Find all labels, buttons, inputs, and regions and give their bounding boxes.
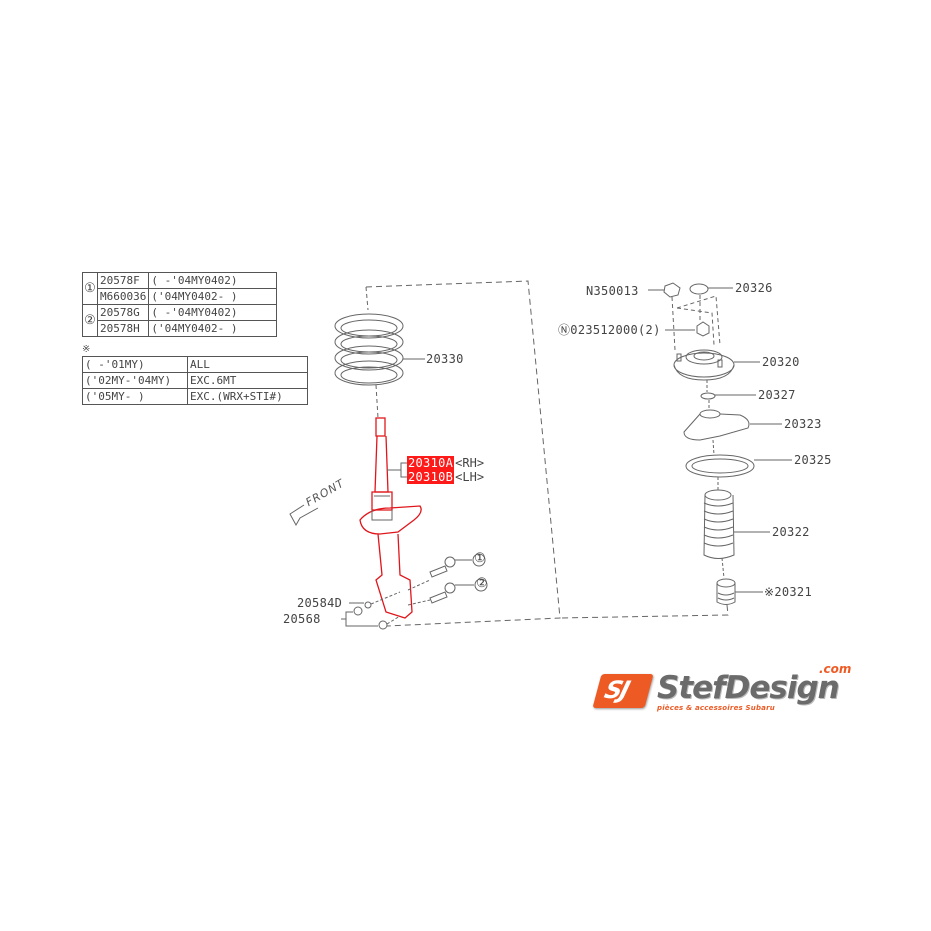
callout-spring-pad[interactable]: 20325	[794, 453, 832, 467]
note-symbol: ※	[82, 344, 91, 355]
callout-seat[interactable]: 20323	[784, 417, 822, 431]
range-cell: ( -'04MY0402)	[148, 272, 278, 289]
strut-rh-part[interactable]: 20310A	[407, 456, 455, 470]
callout-spring[interactable]: 20330	[426, 352, 464, 366]
table-row: 20578H ('04MY0402- )	[83, 320, 278, 337]
callout-top-nut[interactable]: N350013	[586, 284, 639, 298]
callout-strut-lh[interactable]: 20310B <LH>	[407, 470, 484, 484]
top-nut-icon	[663, 282, 681, 298]
applies-cell: EXC.(WRX+STI#)	[187, 388, 308, 405]
part-number-cell: 20578G	[96, 304, 150, 321]
bump-stop-icon	[716, 578, 736, 605]
table-row: ('05MY- ) EXC.(WRX+STI#)	[82, 388, 308, 405]
logo-wordmark: StefDesign	[657, 670, 840, 706]
callout-flange-nut[interactable]: Ⓝ023512000(2)	[558, 323, 661, 337]
table-row: M660036 ('04MY0402- )	[83, 288, 278, 305]
applies-cell: ALL	[187, 356, 308, 373]
callout-bolt-ref-2[interactable]: ②	[476, 576, 488, 591]
spring-seat-icon	[683, 409, 750, 441]
coil-spring-icon	[334, 313, 404, 386]
washer-icon	[364, 601, 372, 609]
callout-washer[interactable]: 20584D	[297, 596, 343, 610]
thrust-washer-icon	[700, 392, 716, 400]
ref-cell: ②	[82, 304, 98, 337]
table-row: ( -'01MY) ALL	[82, 356, 308, 373]
callout-bump-stop[interactable]: ※20321	[764, 585, 812, 599]
model-applicability-table: ( -'01MY) ALL ('02MY-'04MY) EXC.6MT ('05…	[82, 356, 308, 405]
part-number-cell: 20578H	[96, 320, 150, 337]
callout-thrust-washer[interactable]: 20327	[758, 388, 796, 402]
logo-badge: SJ	[592, 674, 654, 708]
callout-strut-rh[interactable]: 20310A <RH>	[407, 456, 484, 470]
callout-cap[interactable]: 20326	[735, 281, 773, 295]
logo-badge-text: SJ	[601, 676, 632, 704]
bolt-1-icon	[429, 556, 456, 578]
front-arrow-icon	[289, 504, 319, 527]
spring-pad-icon	[685, 454, 755, 478]
flange-nut-icon	[696, 321, 710, 337]
table-row: ('02MY-'04MY) EXC.6MT	[82, 372, 308, 389]
applies-cell: EXC.6MT	[187, 372, 308, 389]
dust-boot-icon	[703, 489, 735, 559]
years-cell: ( -'01MY)	[82, 356, 188, 373]
part-number-cell: 20578F	[96, 272, 150, 289]
assembly-dashed-outline	[365, 280, 561, 627]
range-cell: ('04MY0402- )	[148, 320, 278, 337]
callout-dust-boot[interactable]: 20322	[772, 525, 810, 539]
strut-lh-side: <LH>	[455, 470, 485, 484]
nut-icon	[353, 606, 363, 616]
part-number-cell: M660036	[96, 288, 150, 305]
table-row: ① 20578F ( -'04MY0402)	[82, 272, 278, 305]
strut-assembly-icon	[359, 417, 422, 619]
bolt-parts-table: ① 20578F ( -'04MY0402) M660036 ('04MY040…	[82, 272, 278, 337]
stefdesign-logo[interactable]: SJ StefDesign .com pièces & accessoires …	[592, 662, 857, 716]
range-cell: ('04MY0402- )	[148, 288, 278, 305]
strut-mount-icon	[673, 349, 735, 381]
logo-tagline: pièces & accessoires Subaru	[657, 704, 775, 712]
logo-domain: .com	[819, 662, 852, 676]
years-cell: ('05MY- )	[82, 388, 188, 405]
years-cell: ('02MY-'04MY)	[82, 372, 188, 389]
bolt-2-icon	[429, 582, 456, 604]
strut-lh-part[interactable]: 20310B	[407, 470, 455, 484]
range-cell: ( -'04MY0402)	[148, 304, 278, 321]
table-row: ② 20578G ( -'04MY0402)	[82, 304, 278, 337]
callout-mount[interactable]: 20320	[762, 355, 800, 369]
callout-nut[interactable]: 20568	[283, 612, 321, 626]
cap-icon	[689, 283, 709, 295]
nut-icon-2	[378, 620, 388, 630]
strut-rh-side: <RH>	[455, 456, 485, 470]
callout-bolt-ref-1[interactable]: ①	[474, 551, 486, 566]
ref-cell: ①	[82, 272, 98, 305]
